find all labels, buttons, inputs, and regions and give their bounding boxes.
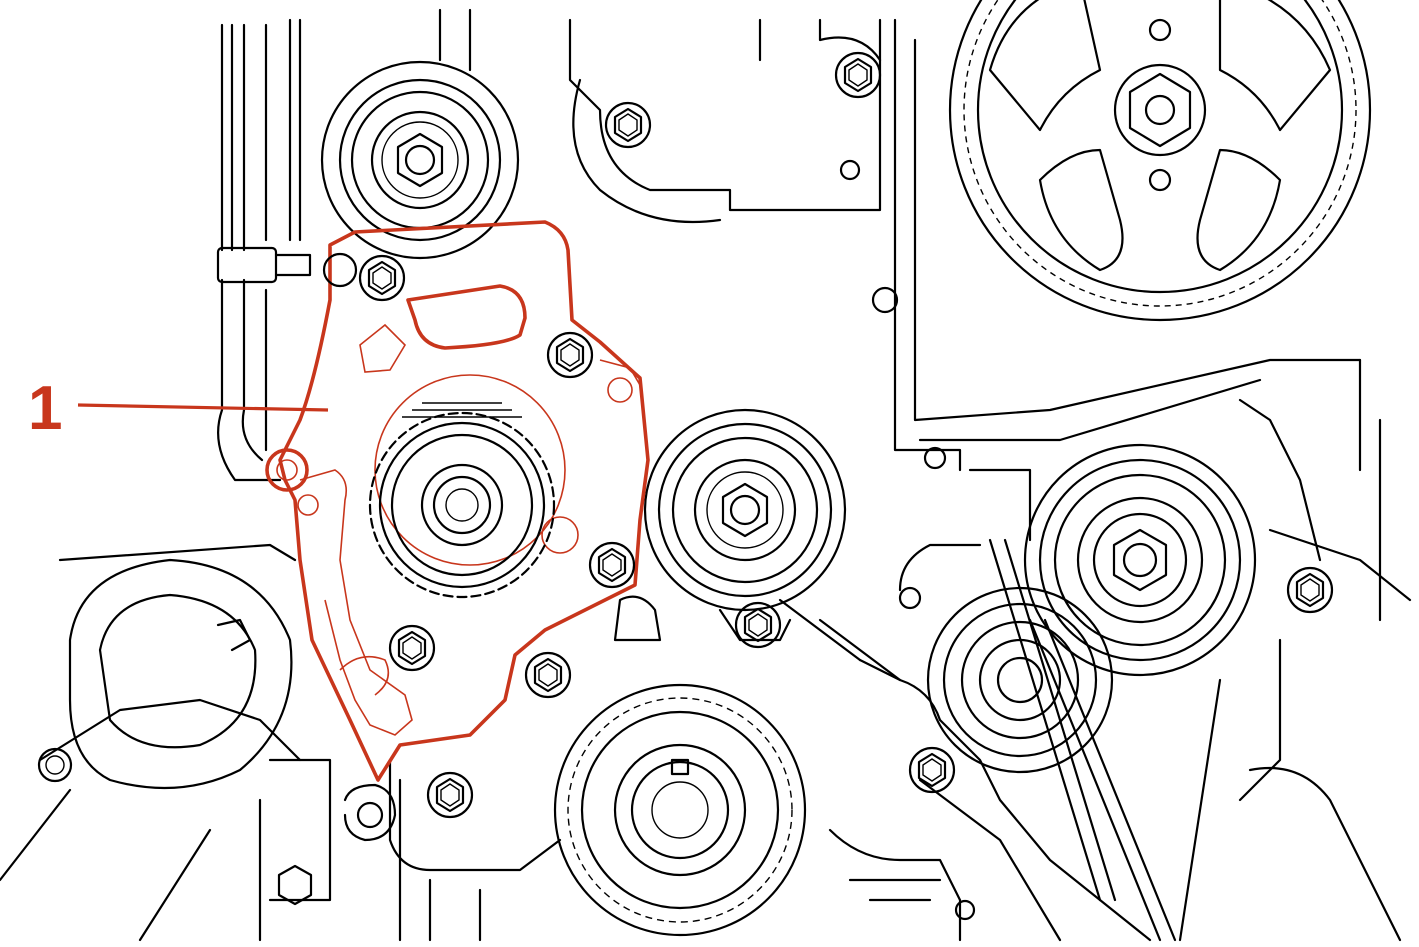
engine-block-outline: [0, 8, 1412, 942]
callout-leader-line: [77, 403, 329, 412]
callout-label-1: 1: [28, 374, 63, 443]
timing-belt-tensioner: [926, 443, 1257, 942]
water-pump-bolts: [322, 252, 636, 672]
crankshaft-sprocket: [553, 683, 807, 937]
camshaft-sprocket: [948, 0, 1372, 322]
water-pump-highlight: [265, 220, 650, 782]
water-pump-sprocket: [368, 402, 556, 599]
middle-idler-pulley: [643, 408, 847, 612]
